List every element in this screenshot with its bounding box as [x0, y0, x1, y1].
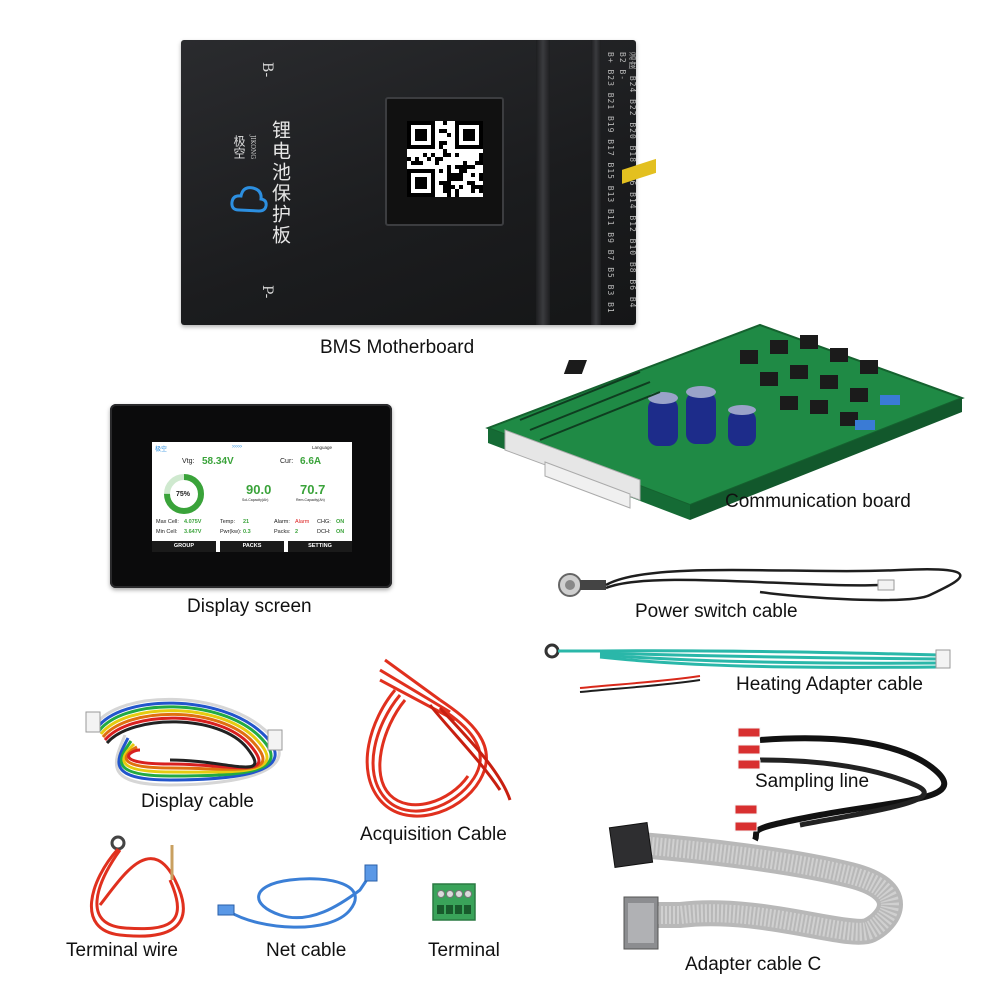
qr-code-icon — [407, 121, 483, 197]
lcd-tab-group[interactable]: GROUP — [152, 541, 216, 552]
caption-power-switch: Power switch cable — [635, 601, 798, 622]
caption-communication-board: Communication board — [725, 491, 911, 512]
lcd-language[interactable]: Language — [312, 445, 333, 450]
bms-motherboard: B- P- 极空 JIKONG 锂电池保护板 B+ B23 B21 B19 B1… — [181, 40, 637, 325]
caption-adapter-cable: Adapter cable C — [685, 954, 822, 975]
net-cable — [217, 864, 378, 929]
qr-frame — [385, 97, 504, 226]
caption-acquisition: Acquisition Cable — [360, 824, 507, 845]
lcd-brand: 极空 — [155, 447, 168, 453]
bms-pin-row-1: B+ B23 B21 B19 B17 B15 B13 B11 B9 B7 B5 … — [606, 52, 615, 314]
caption-display-cable: Display cable — [141, 791, 254, 812]
lcd-alarm: Alarm — [295, 519, 310, 525]
lcd-vtg-value: 58.34V — [202, 456, 234, 467]
caption-bms: BMS Motherboard — [320, 337, 475, 358]
heating-adapter-cable — [544, 643, 951, 693]
lcd-sol-capacity: 90.0 — [246, 482, 272, 497]
bms-brand-en: JIKONG — [249, 135, 256, 160]
lcd-alarm-label: Alarm: — [274, 519, 290, 525]
lcd-temp: 21 — [243, 519, 250, 525]
lcd-chg: ON — [336, 519, 345, 525]
lcd-chg-label: CHG: — [317, 519, 331, 525]
lcd-packs: 2 — [295, 529, 299, 535]
lcd-arrows: ››››› — [232, 444, 242, 450]
display-screen: 极空 ››››› Language Vtg: 58.34V Cur: 6.6A … — [110, 404, 392, 588]
lcd-maxcell: 4.075V — [184, 519, 202, 525]
adapter-cable-c — [608, 821, 903, 950]
bms-ridge — [591, 40, 601, 325]
lcd-rem-capacity-label: Rem-Capacity(Ah) — [296, 498, 325, 502]
lcd-mincell-label: Min Cell: — [156, 529, 178, 535]
lcd-dch-label: DCH: — [317, 529, 331, 535]
bms-label-p: P- — [259, 285, 275, 299]
communication-board — [485, 158, 965, 520]
lcd-tab-setting[interactable]: SETTING — [288, 541, 352, 552]
lcd-temp-label: Temp: — [220, 519, 235, 525]
display-cable — [85, 697, 283, 787]
lcd-panel: 极空 ››››› Language Vtg: 58.34V Cur: 6.6A … — [152, 442, 352, 552]
lcd-cur-label: Cur: — [280, 458, 294, 465]
lcd-cur-value: 6.6A — [300, 456, 322, 467]
terminal-block — [432, 883, 476, 921]
lcd-soc: 75% — [176, 491, 191, 498]
caption-sampling: Sampling line — [755, 771, 870, 792]
lcd-sol-capacity-label: Sol-Capacity(Ah) — [242, 498, 269, 502]
power-switch-cable — [558, 568, 962, 602]
caption-terminal-wire: Terminal wire — [66, 940, 178, 961]
caption-terminal: Terminal — [428, 940, 500, 961]
lcd-maxcell-label: Max Cell: — [156, 519, 179, 525]
bms-title-cn: 锂电池保护板 — [269, 120, 291, 246]
terminal-wire — [90, 835, 185, 938]
cloud-logo-icon — [230, 186, 268, 213]
lcd-pwr-label: Pwr(kw): — [220, 529, 242, 535]
caption-net-cable: Net cable — [266, 940, 347, 961]
lcd-dch: ON — [336, 529, 345, 535]
lcd-pwr: 0.3 — [243, 529, 251, 535]
lcd-mincell: 3.647V — [184, 529, 202, 535]
acquisition-cable — [365, 658, 512, 818]
lcd-rem-capacity: 70.7 — [300, 482, 326, 497]
bms-brand-cn: 极空 — [232, 135, 246, 159]
soc-ring — [164, 474, 204, 514]
caption-heating: Heating Adapter cable — [736, 674, 923, 695]
bms-ridge — [536, 40, 550, 325]
caption-display-screen: Display screen — [187, 596, 312, 617]
bms-label-b: B- — [259, 62, 275, 78]
lcd-packs-label: Packs: — [274, 529, 291, 535]
lcd-vtg-label: Vtg: — [182, 458, 195, 465]
sampling-line — [734, 727, 948, 842]
lcd-tab-packs[interactable]: PACKS — [220, 541, 284, 552]
